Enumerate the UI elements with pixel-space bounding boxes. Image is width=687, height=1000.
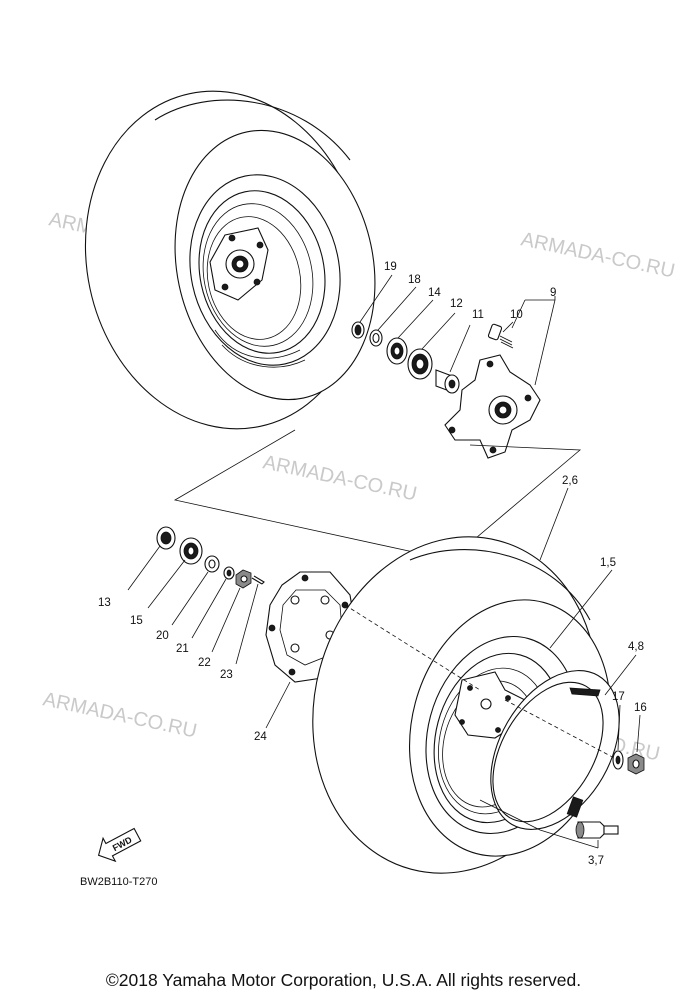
bearing-14 [386, 337, 408, 365]
front-hub-9 [444, 354, 541, 459]
callout-10: 10 [510, 309, 523, 321]
callout-9: 9 [550, 287, 556, 299]
callout-12: 12 [450, 298, 463, 310]
bolt-10 [487, 323, 514, 349]
washer-17 [612, 750, 624, 770]
collar-18 [369, 329, 383, 347]
callout-14: 14 [428, 287, 441, 299]
callout-22: 22 [198, 657, 211, 669]
oil-seal-19 [351, 321, 365, 339]
callout-13: 13 [98, 597, 111, 609]
callouts: 19 18 14 12 11 10 9 2,6 1,5 4,8 17 16 3,… [98, 261, 647, 867]
callout-3-7: 3,7 [588, 855, 604, 867]
bearing-15 [179, 537, 203, 565]
callout-2-6: 2,6 [562, 475, 578, 487]
air-valve-3-7 [575, 821, 619, 839]
bearing-12 [407, 348, 433, 380]
callout-11: 11 [472, 309, 484, 321]
watermark: ARMADA-CO.RU [261, 451, 419, 505]
top-rim-lip [189, 174, 341, 366]
callout-15: 15 [130, 615, 143, 627]
callout-18: 18 [408, 274, 421, 286]
callout-1-5: 1,5 [600, 557, 616, 569]
spacer-11 [435, 369, 460, 394]
oil-seal-13 [156, 526, 176, 550]
callout-23: 23 [220, 669, 233, 681]
collar-20 [204, 555, 220, 573]
callout-4-8: 4,8 [628, 641, 644, 653]
copyright-notice: ©2018 Yamaha Motor Corporation, U.S.A. A… [105, 970, 582, 990]
watermark: ARMADA-CO.RU [41, 688, 199, 742]
beadlock-ring-4-8 [490, 670, 620, 830]
callout-24: 24 [254, 731, 267, 743]
top-wheel [84, 90, 376, 430]
nut-16 [627, 753, 645, 775]
nut-22 [235, 569, 252, 589]
callout-19: 19 [384, 261, 397, 273]
bottom-wheel [312, 487, 645, 874]
callout-17: 17 [612, 691, 625, 703]
fwd-arrow-icon: FWD [97, 827, 142, 863]
hub-assembly [351, 321, 541, 459]
callout-21: 21 [176, 643, 189, 655]
cotter-pin-23 [251, 575, 265, 585]
diagram-code: BW2B110-T270 [80, 876, 157, 888]
watermark: ARMADA-CO.RU [519, 228, 677, 282]
top-hub [209, 227, 269, 301]
axle-centerline [344, 604, 481, 691]
callout-16: 16 [634, 702, 647, 714]
callout-20: 20 [156, 630, 169, 642]
washer-21 [223, 566, 235, 580]
parts-diagram: ARMADA-CO.RU ARMADA-CO.RU ARMADA-CO.RU A… [41, 90, 677, 888]
